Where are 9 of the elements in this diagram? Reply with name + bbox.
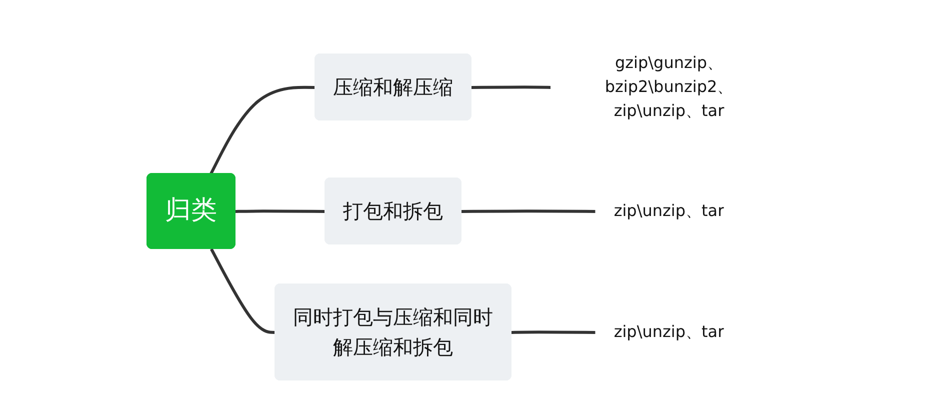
connector: [210, 86, 316, 175]
connector: [235, 210, 326, 213]
node-text: zip\unzip、tar: [614, 201, 724, 220]
node-text: gzip\gunzip、bzip2\bunzip2、zip\unzip、tar: [604, 53, 734, 120]
connector: [511, 330, 596, 334]
connector: [471, 86, 552, 89]
connector: [462, 210, 596, 213]
connector: [210, 248, 276, 334]
node-text: zip\unzip、tar: [614, 322, 724, 341]
